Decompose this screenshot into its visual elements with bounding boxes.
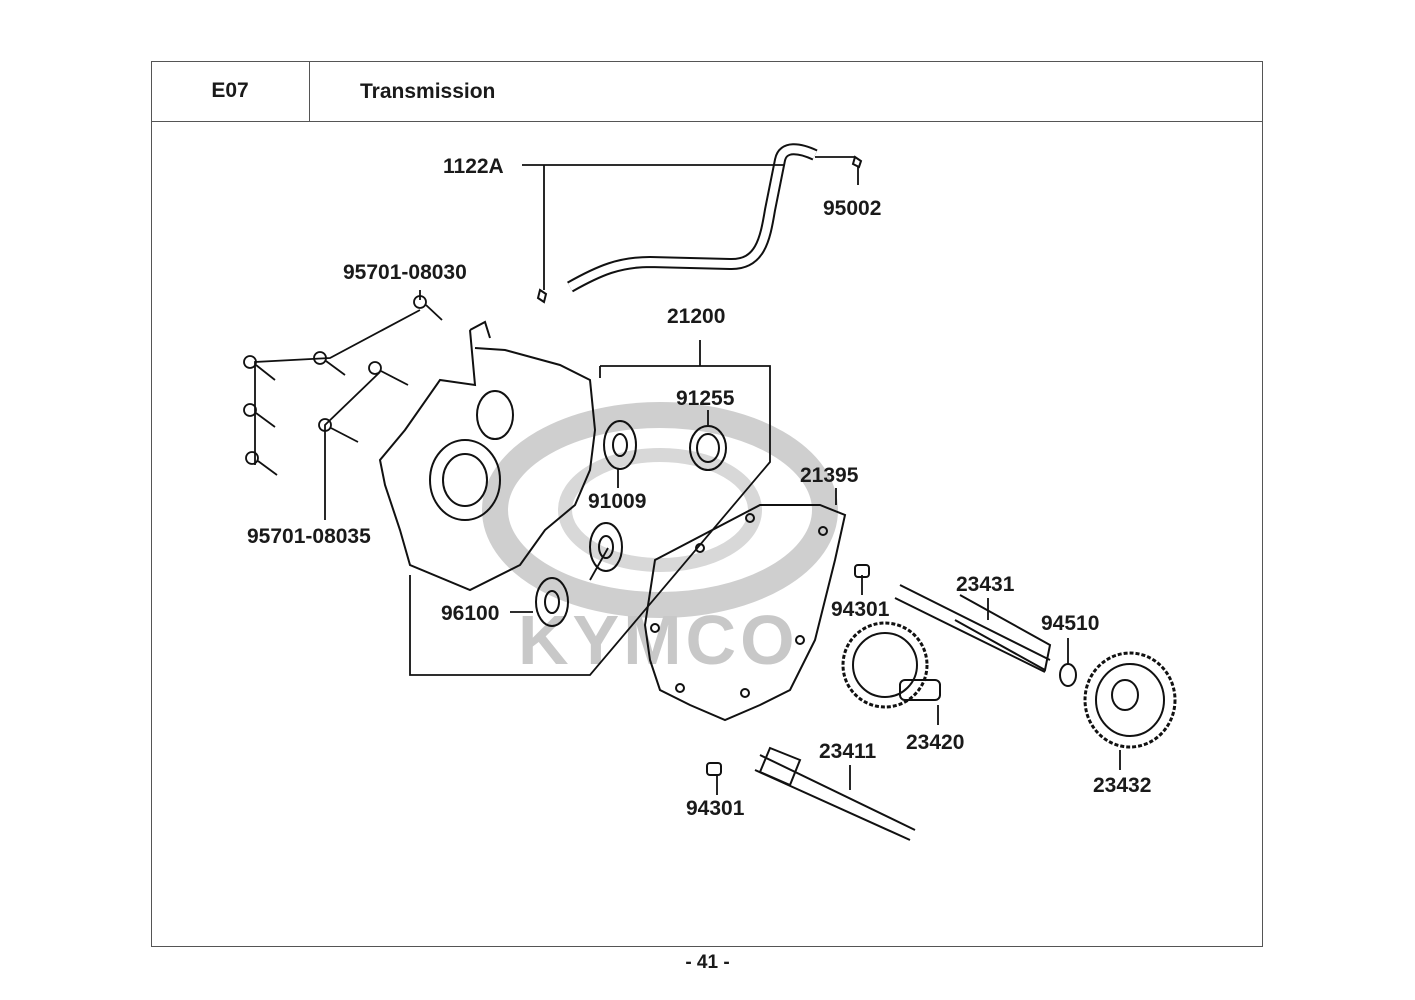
part-label-23420[interactable]: 23420 — [906, 731, 965, 754]
part-label-23411[interactable]: 23411 — [819, 740, 877, 763]
diagram-frame — [151, 61, 1263, 947]
part-label-21395[interactable]: 21395 — [800, 464, 859, 487]
part-label-95701-08035[interactable]: 95701-08035 — [247, 525, 371, 548]
part-label-21200[interactable]: 21200 — [667, 305, 726, 328]
transmission-cover[interactable] — [378, 320, 597, 592]
gear-icons[interactable] — [841, 621, 1177, 749]
gasket-part[interactable] — [643, 504, 847, 722]
part-label-94301-upper[interactable]: 94301 — [831, 598, 890, 621]
part-label-95701-08030[interactable]: 95701-08030 — [343, 261, 467, 284]
leader-lines — [254, 156, 1121, 795]
dowel-pins — [706, 564, 870, 776]
bearing-icons[interactable] — [535, 420, 727, 627]
bolt-icons — [243, 295, 443, 476]
part-label-96100[interactable]: 96100 — [441, 602, 500, 625]
watermark-text: KYMCO — [518, 601, 799, 679]
part-label-95002[interactable]: 95002 — [823, 197, 882, 220]
section-title: Transmission — [360, 79, 496, 103]
page-number: - 41 - — [685, 952, 730, 973]
shafts[interactable] — [754, 584, 1052, 841]
part-label-91009[interactable]: 91009 — [588, 490, 647, 513]
part-label-1122A[interactable]: 1122A — [443, 155, 504, 178]
part-label-91255[interactable]: 91255 — [676, 387, 735, 410]
header-divider — [151, 121, 1263, 122]
part-label-23431[interactable]: 23431 — [956, 573, 1015, 596]
clamp-icon — [536, 155, 863, 304]
hose-part[interactable] — [567, 143, 818, 293]
part-label-23432[interactable]: 23432 — [1093, 774, 1152, 797]
part-label-94510[interactable]: 94510 — [1041, 612, 1100, 635]
part-label-94301-lower[interactable]: 94301 — [686, 797, 745, 820]
